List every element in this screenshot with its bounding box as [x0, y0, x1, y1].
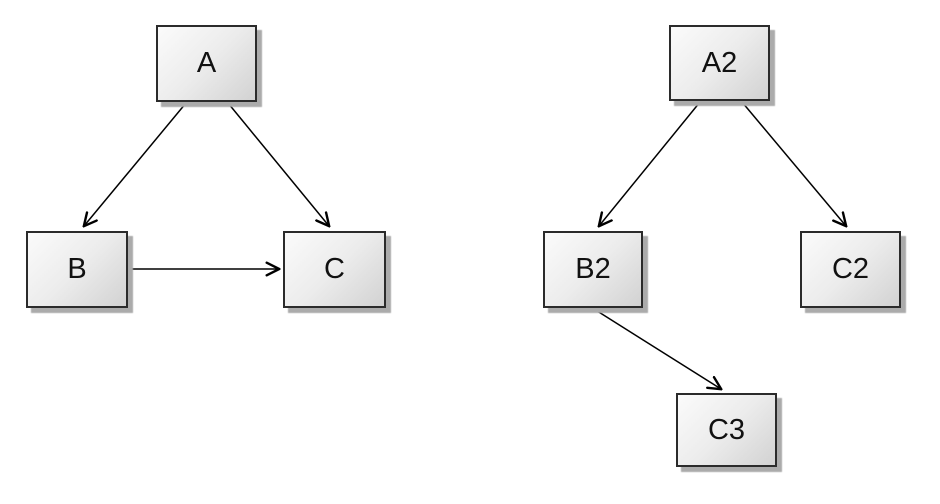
- edge-b2-c3[interactable]: [593, 308, 721, 389]
- node-c3-label: C3: [707, 413, 746, 446]
- node-c-label: C: [324, 253, 345, 285]
- edge-a-c[interactable]: [227, 102, 329, 226]
- node-c3[interactable]: C3: [676, 393, 777, 467]
- node-a2-label: A2: [701, 46, 738, 79]
- node-a-label: A: [196, 47, 217, 79]
- node-b2-label: B2: [575, 253, 611, 285]
- node-a2[interactable]: A2: [669, 25, 770, 101]
- node-a[interactable]: A: [156, 25, 257, 102]
- node-b[interactable]: B: [26, 231, 128, 308]
- edge-a-b[interactable]: [84, 102, 187, 226]
- node-b-label: B: [67, 253, 87, 285]
- node-c[interactable]: C: [283, 231, 386, 308]
- node-c2[interactable]: C2: [800, 231, 901, 308]
- node-c2-label: C2: [831, 253, 870, 285]
- node-b2[interactable]: B2: [543, 231, 643, 308]
- edge-a2-b2[interactable]: [599, 101, 701, 226]
- edge-a2-c2[interactable]: [741, 101, 846, 226]
